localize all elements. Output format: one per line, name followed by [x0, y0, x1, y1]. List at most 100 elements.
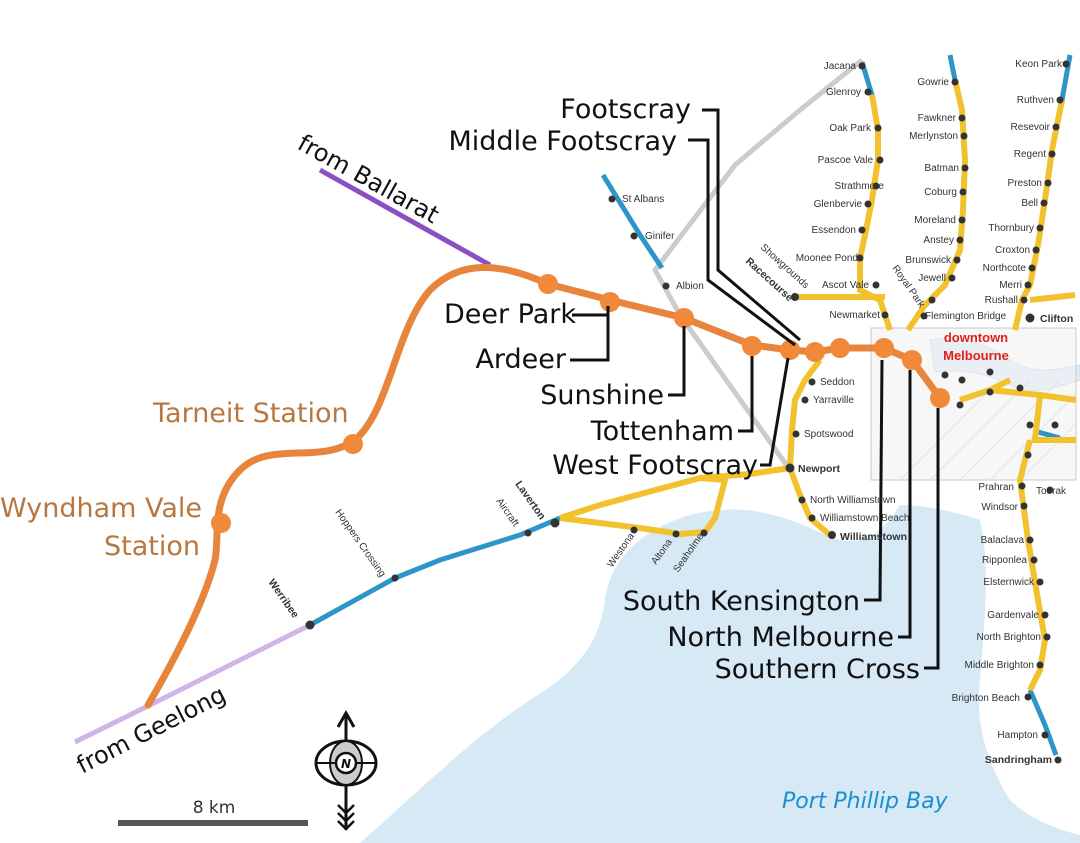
station-toorak: Toorak: [1036, 486, 1067, 497]
station-glenroy: Glenroy: [826, 87, 861, 98]
scale-bar: 8 km: [118, 798, 308, 826]
station-marker-southern-cross: [930, 388, 950, 408]
geelong-line: [73, 622, 312, 745]
station-newmarket: Newmarket: [829, 310, 880, 321]
station-strathmore: Strathmore: [835, 181, 885, 192]
sunshine-label: Sunshine: [540, 380, 664, 411]
station-st-albans: St Albans: [622, 194, 664, 205]
ardeer-label: Ardeer: [475, 344, 566, 375]
station-oak-park: Oak Park: [829, 123, 872, 134]
station-ruthven: Ruthven: [1017, 95, 1054, 106]
station-gardenvale: Gardenvale: [987, 610, 1039, 621]
station-croxton: Croxton: [995, 245, 1030, 256]
grey-line: [652, 58, 864, 472]
station-anstey: Anstey: [923, 235, 954, 246]
station-marker-footscray: [830, 338, 850, 358]
new-line-stations: [211, 274, 950, 533]
station-brunswick: Brunswick: [905, 255, 952, 266]
middle-footscray-label: Middle Footscray: [449, 126, 678, 157]
deer-park-label: Deer Park: [444, 299, 576, 330]
station-rushall: Rushall: [985, 295, 1018, 306]
station-glenbervie: Glenbervie: [814, 199, 863, 210]
station-merri: Merri: [999, 280, 1022, 291]
station-albion: Albion: [676, 281, 704, 292]
station-flemington-bridge: Flemington Bridge: [925, 311, 1007, 322]
compass-north-label: N: [341, 757, 351, 771]
station-reservoir: Resevoir: [1011, 122, 1051, 133]
station-regent: Regent: [1014, 149, 1046, 160]
from-ballarat-label: from Ballarat: [293, 129, 444, 229]
station-ascot-vale: Ascot Vale: [822, 280, 869, 291]
station-pascoe-vale: Pascoe Vale: [818, 155, 874, 166]
wyndham-vale-label-line1: Wyndham Vale: [0, 493, 202, 524]
station-ginifer: Ginifer: [645, 231, 675, 242]
station-prahran: Prahran: [978, 482, 1014, 493]
station-spotswood: Spotswood: [804, 429, 853, 440]
station-newport: Newport: [798, 463, 841, 475]
station-werribee: Werribee: [266, 577, 302, 621]
station-clifton: Clifton: [1040, 313, 1073, 325]
station-marker-sunshine: [674, 308, 694, 328]
station-laverton: Laverton: [513, 479, 548, 522]
station-seddon: Seddon: [820, 377, 854, 388]
tarneit-label: Tarneit Station: [152, 398, 349, 429]
station-aircraft: Aircraft: [494, 496, 521, 528]
station-marker-ardeer: [600, 292, 620, 312]
cbd-label-line1: downtown: [944, 330, 1008, 345]
station-jewell: Jewell: [918, 273, 946, 284]
station-yarraville: Yarraville: [813, 395, 854, 406]
cbd-label-line2: Melbourne: [943, 348, 1009, 363]
station-merlynston: Merlynston: [909, 131, 958, 142]
southern-cross-label: Southern Cross: [715, 654, 920, 685]
ballarat-line: [318, 167, 492, 268]
station-dots: [305, 60, 1070, 764]
station-elsternwick: Elsternwick: [983, 577, 1035, 588]
station-batman: Batman: [925, 163, 959, 174]
station-hampton: Hampton: [997, 730, 1038, 741]
station-marker-south-kensington: [874, 338, 894, 358]
scale-bar-label: 8 km: [193, 798, 236, 818]
station-essendon: Essendon: [812, 225, 856, 236]
station-northcote: Northcote: [983, 263, 1027, 274]
station-balaclava: Balaclava: [981, 535, 1025, 546]
station-marker-north-melbourne: [902, 350, 922, 370]
station-royal-park: Royal Park: [890, 263, 928, 310]
station-windsor: Windsor: [981, 502, 1018, 513]
station-moreland: Moreland: [914, 215, 956, 226]
station-marker-middle-footscray: [805, 342, 825, 362]
station-moonee-ponds: Moonee Ponds: [796, 253, 863, 264]
station-keon-park: Keon Park: [1015, 59, 1063, 70]
wyndham-vale-label-line2: Station: [104, 531, 200, 562]
west-footscray-label: West Footscray: [552, 450, 758, 481]
port-phillip-bay: [360, 505, 1080, 843]
station-marker-deer-park: [538, 274, 558, 294]
station-marker-tarneit: [343, 434, 363, 454]
station-hoppers-crossing: Hoppers Crossing: [333, 507, 388, 579]
station-marker-wyndham-vale: [211, 513, 231, 533]
north-melbourne-label: North Melbourne: [667, 622, 894, 653]
south-kensington-label: South Kensington: [623, 586, 860, 617]
station-williamstown-beach: Williamstown Beach: [820, 513, 909, 524]
station-thornbury: Thornbury: [988, 223, 1034, 234]
station-gowrie: Gowrie: [917, 77, 949, 88]
station-sandringham: Sandringham: [985, 754, 1052, 766]
station-marker-tottenham: [742, 336, 762, 356]
station-ripponlea: Ripponlea: [982, 555, 1027, 566]
station-north-brighton: North Brighton: [977, 632, 1041, 643]
station-middle-brighton: Middle Brighton: [965, 660, 1034, 671]
footscray-label: Footscray: [560, 94, 691, 125]
station-bell: Bell: [1021, 198, 1038, 209]
tottenham-label: Tottenham: [590, 416, 734, 447]
bay-label: Port Phillip Bay: [782, 789, 949, 814]
station-jacana: Jacana: [824, 61, 857, 72]
station-williamstown: Williamstown: [840, 531, 907, 543]
station-preston: Preston: [1008, 178, 1042, 189]
compass-icon: N: [314, 709, 378, 831]
station-brighton-beach: Brighton Beach: [952, 693, 1020, 704]
station-north-williamstown: North Williamstown: [810, 495, 896, 506]
yellow-lines: [559, 79, 1077, 692]
leader-lines: [570, 108, 940, 670]
station-fawkner: Fawkner: [918, 113, 957, 124]
